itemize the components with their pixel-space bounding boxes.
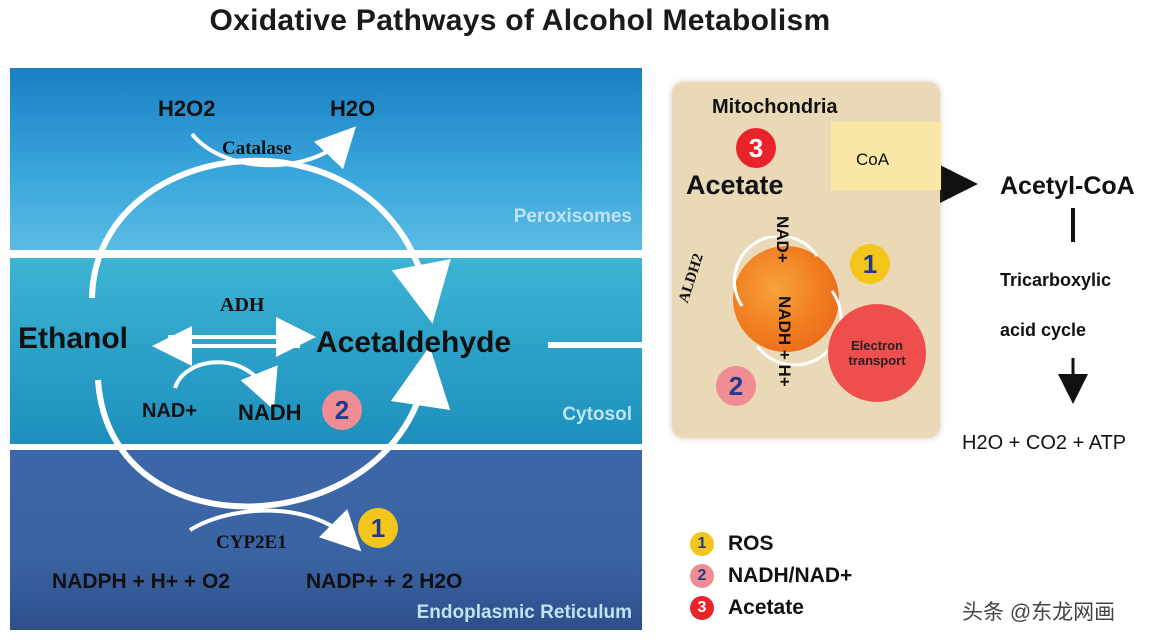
watermark: 头条 @东龙网画 xyxy=(962,601,1116,624)
adh-label: ADH xyxy=(220,294,265,316)
cyp2e1-arc xyxy=(188,508,362,552)
legend-nadh-dot: 2 xyxy=(690,564,714,588)
nad-vertical-label: NAD+ xyxy=(773,216,792,263)
nad-cycle-circle xyxy=(733,246,839,352)
nad-label: NAD+ xyxy=(142,400,198,422)
acetate-badge: 3 xyxy=(736,128,776,168)
er-label: Endoplasmic Reticulum xyxy=(416,602,632,623)
catalase-arc xyxy=(190,126,357,170)
peroxisome-arc xyxy=(89,158,451,324)
coa-box xyxy=(831,122,941,190)
acetyl-coa-label: Acetyl-CoA xyxy=(1000,172,1135,200)
catalase-label: Catalase xyxy=(222,138,292,159)
legend: 1 ROS 2 NADH/NAD+ 3 Acetate xyxy=(690,532,852,620)
cyp2e1-label: CYP2E1 xyxy=(216,532,287,553)
nadh-badge-mito: 2 xyxy=(716,366,756,406)
nadh-label: NADH xyxy=(238,400,302,425)
er-products: NADP+ + 2 H2O xyxy=(306,570,463,593)
peroxisomes-label: Peroxisomes xyxy=(513,206,632,227)
ethanol-label: Ethanol xyxy=(18,322,128,355)
acetaldehyde-label: Acetaldehyde xyxy=(316,326,512,359)
legend-item-nadh: 2 NADH/NAD+ xyxy=(690,564,852,588)
cytosol-label: Cytosol xyxy=(562,404,632,425)
ros-badge-mito: 1 xyxy=(850,244,890,284)
nad-cycle-arrows xyxy=(732,236,843,366)
h2o2-label: H2O2 xyxy=(158,96,216,121)
final-products-label: H2O + CO2 + ATP xyxy=(962,432,1127,454)
er-reactants: NADPH + H+ + O2 xyxy=(52,570,230,593)
nad-arc xyxy=(173,360,278,410)
legend-acetate-dot: 3 xyxy=(690,596,714,620)
electron-transport-label: Electron transport xyxy=(848,338,906,368)
nadh-badge: 2 xyxy=(322,390,362,430)
tca-line1: Tricarboxylic xyxy=(1000,270,1112,290)
mitochondria-label: Mitochondria xyxy=(712,96,838,118)
diagram-title: Oxidative Pathways of Alcohol Metabolism xyxy=(209,4,831,37)
legend-item-acetate: 3 Acetate xyxy=(690,596,852,620)
legend-ros-dot: 1 xyxy=(690,532,714,556)
er-arc xyxy=(95,346,451,510)
acetate-label: Acetate xyxy=(686,170,784,200)
tca-line2: acid cycle xyxy=(1000,320,1087,340)
legend-item-ros: 1 ROS xyxy=(690,532,852,556)
legend-nadh-label: NADH/NAD+ xyxy=(728,564,853,587)
ros-badge-er: 1 xyxy=(358,508,398,548)
legend-acetate-label: Acetate xyxy=(728,596,804,619)
coa-label: CoA xyxy=(856,150,890,169)
nadh-vertical-label: NADH + H+ xyxy=(775,296,794,387)
h2o-label: H2O xyxy=(330,96,376,121)
legend-ros-label: ROS xyxy=(728,532,774,555)
electron-transport-circle: Electron transport xyxy=(828,304,926,402)
